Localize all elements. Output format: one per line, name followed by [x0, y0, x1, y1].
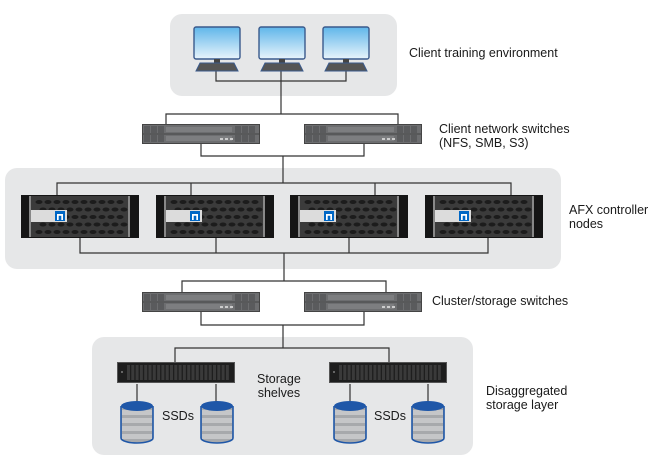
- storage-shelf-icon: [117, 362, 235, 383]
- storage-shelves-label: Storage shelves: [257, 372, 301, 400]
- network-switch-icon: [142, 124, 260, 144]
- wire-client-switches: [56, 144, 512, 195]
- controller-node-icon: [156, 195, 274, 238]
- controller-nodes-label: AFX controller nodes: [569, 203, 649, 231]
- wire-clients: [165, 71, 399, 125]
- controller-node-icon: [425, 195, 543, 238]
- cluster-switches-label: Cluster/storage switches: [432, 294, 569, 308]
- network-switch-icon: [304, 292, 422, 312]
- controller-node-icon: [290, 195, 408, 238]
- ssd-label: SSDs: [162, 409, 194, 423]
- ssd-label: SSDs: [374, 409, 406, 423]
- controller-node-icon: [21, 195, 139, 238]
- storage-layer-group: [92, 337, 473, 455]
- wire-cluster-switches: [174, 312, 390, 362]
- monitor-icon: [258, 26, 306, 72]
- network-switch-icon: [304, 124, 422, 144]
- storage-shelf-icon: [329, 362, 447, 383]
- ssd-disk-icon: [120, 400, 154, 444]
- client-switches-label: Client network switches (NFS, SMB, S3): [439, 122, 570, 150]
- ssd-disk-icon: [333, 400, 367, 444]
- client-environment-label: Client training environment: [409, 46, 558, 60]
- monitor-icon: [322, 26, 370, 72]
- wire-shelf-1: [136, 384, 217, 402]
- storage-layer-label: Disaggregated storage layer: [486, 384, 568, 412]
- network-switch-icon: [142, 292, 260, 312]
- ssd-disk-icon: [200, 400, 234, 444]
- wire-shelf-2: [349, 384, 429, 402]
- monitor-icon: [193, 26, 241, 72]
- wire-controllers: [79, 238, 489, 293]
- ssd-disk-icon: [411, 400, 445, 444]
